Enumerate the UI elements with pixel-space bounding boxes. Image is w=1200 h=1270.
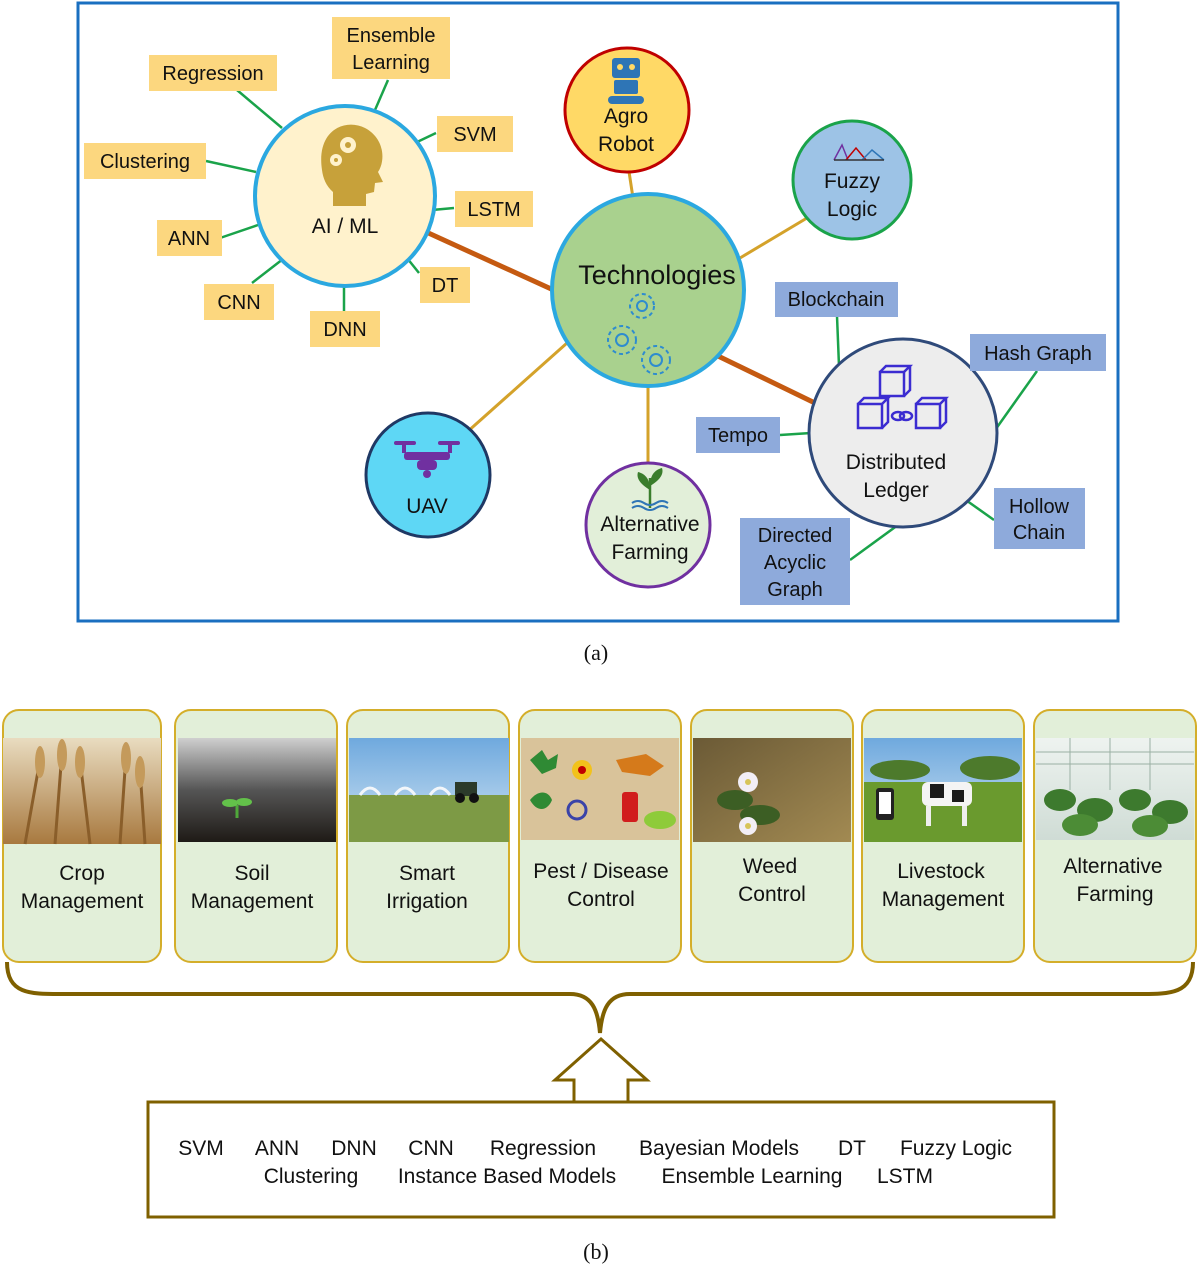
dl-hollow-line1: Hollow <box>1009 496 1070 518</box>
card-pest-line2: Control <box>567 888 635 911</box>
drone-icon <box>394 441 460 478</box>
card-soil-line1: Soil <box>234 862 269 885</box>
card-crop-management: Crop Management <box>2 709 162 963</box>
method-cnn: CNN <box>408 1137 454 1160</box>
alternative-farming-line2: Farming <box>611 541 688 564</box>
curly-brace <box>5 961 1195 1034</box>
ml-ensemble-line2: Learning <box>352 52 430 74</box>
agro-robot-node: Agro Robot <box>563 46 691 174</box>
card-irrigation-line2: Irrigation <box>386 890 468 913</box>
ledger-type-labels: Blockchain Hash Graph Tempo Hollow Chain… <box>696 282 1106 605</box>
robot-icon <box>608 58 644 104</box>
alternative-farming-node: Alternative Farming <box>584 461 712 589</box>
ai-ml-label: AI / ML <box>312 215 379 238</box>
fuzzy-logic-line1: Fuzzy <box>824 170 881 193</box>
blockchain-cubes-icon <box>856 364 950 430</box>
methods-row-2: Clustering Instance Based Models Ensembl… <box>264 1165 933 1188</box>
ml-dnn: DNN <box>323 319 366 341</box>
method-dnn: DNN <box>331 1137 377 1160</box>
card-altfarm-line1: Alternative <box>1063 855 1162 878</box>
ml-svm: SVM <box>453 124 496 146</box>
methods-row-1: SVM ANN DNN CNN Regression Bayesian Mode… <box>178 1137 1012 1160</box>
card-soil-line2: Management <box>191 890 314 913</box>
fuzzy-logic-node: Fuzzy Logic <box>791 119 913 241</box>
card-pest-line1: Pest / Disease <box>533 860 668 883</box>
greenhouse-photo <box>1036 738 1194 840</box>
distributed-ledger-line2: Ledger <box>863 479 928 502</box>
card-altfarm-line2: Farming <box>1076 883 1153 906</box>
technologies-label: Technologies <box>578 260 736 290</box>
method-lstm: LSTM <box>877 1165 933 1188</box>
card-crop-line1: Crop <box>59 862 105 885</box>
dl-dag-line2: Acyclic <box>764 552 826 574</box>
methods-arrow-box <box>146 1036 1056 1219</box>
card-livestock-line1: Livestock <box>897 860 985 883</box>
dl-dag-line3: Graph <box>767 579 823 601</box>
ml-regression: Regression <box>162 63 263 85</box>
dl-hollow-line2: Chain <box>1013 522 1065 544</box>
livestock-photo <box>864 738 1022 842</box>
panel-a-frame <box>76 1 1120 623</box>
method-ann: ANN <box>255 1137 299 1160</box>
ml-ann: ANN <box>168 228 210 250</box>
ai-ml-node: AI / ML <box>253 104 437 288</box>
card-alternative-farming: Alternative Farming <box>1033 709 1197 963</box>
card-irrigation-line1: Smart <box>399 862 455 885</box>
method-bayesian: Bayesian Models <box>639 1137 799 1160</box>
method-fuzzy: Fuzzy Logic <box>900 1137 1012 1160</box>
gears-icon <box>607 293 671 375</box>
plant-water-icon <box>631 468 669 511</box>
card-weed-control: Weed Control <box>690 709 854 963</box>
fuzzy-membership-icon <box>833 143 885 161</box>
wheat-photo <box>3 738 161 845</box>
dl-tempo: Tempo <box>708 425 768 447</box>
dl-dag-line1: Directed <box>758 525 832 547</box>
caption-a: (a) <box>584 640 608 665</box>
uav-node: UAV <box>364 411 492 539</box>
alternative-farming-line1: Alternative <box>600 513 699 536</box>
ml-cnn: CNN <box>217 292 260 314</box>
pest-collage-photo <box>521 738 679 840</box>
technologies-node: Technologies <box>550 192 746 388</box>
method-svm: SVM <box>178 1137 224 1160</box>
uav-label: UAV <box>406 495 448 518</box>
agro-robot-line2: Robot <box>598 133 654 156</box>
card-soil-management: Soil Management <box>174 709 338 963</box>
method-dt: DT <box>838 1137 866 1160</box>
distributed-ledger-node: Distributed Ledger <box>807 337 999 529</box>
card-weed-line1: Weed <box>743 855 797 878</box>
method-regression: Regression <box>490 1137 596 1160</box>
caption-b: (b) <box>583 1239 609 1264</box>
dl-hash-graph: Hash Graph <box>984 343 1092 365</box>
method-ensemble: Ensemble Learning <box>662 1165 843 1188</box>
dl-blockchain: Blockchain <box>788 289 885 311</box>
weed-photo <box>693 738 851 842</box>
ml-method-labels: Regression Ensemble Learning SVM Cluster… <box>84 17 533 347</box>
ml-ensemble-line1: Ensemble <box>347 25 436 47</box>
card-pest-disease-control: Pest / Disease Control <box>518 709 682 963</box>
application-cards: Crop Management Soil Management Smart <box>2 709 1197 963</box>
agro-robot-line1: Agro <box>604 105 648 128</box>
card-crop-line2: Management <box>21 890 144 913</box>
ml-dt: DT <box>432 275 459 297</box>
irrigation-photo <box>349 738 509 842</box>
card-livestock-management: Livestock Management <box>861 709 1025 963</box>
card-livestock-line2: Management <box>882 888 1005 911</box>
method-instance: Instance Based Models <box>398 1165 616 1188</box>
fuzzy-logic-line2: Logic <box>827 198 877 221</box>
seedling-photo <box>178 738 336 842</box>
card-weed-line2: Control <box>738 883 806 906</box>
card-smart-irrigation: Smart Irrigation <box>346 709 510 963</box>
main-connectors <box>422 164 819 467</box>
ml-lstm: LSTM <box>467 199 520 221</box>
head-gears-icon <box>321 124 383 206</box>
ml-clustering: Clustering <box>100 151 190 173</box>
method-clustering: Clustering <box>264 1165 359 1188</box>
distributed-ledger-line1: Distributed <box>846 451 946 474</box>
